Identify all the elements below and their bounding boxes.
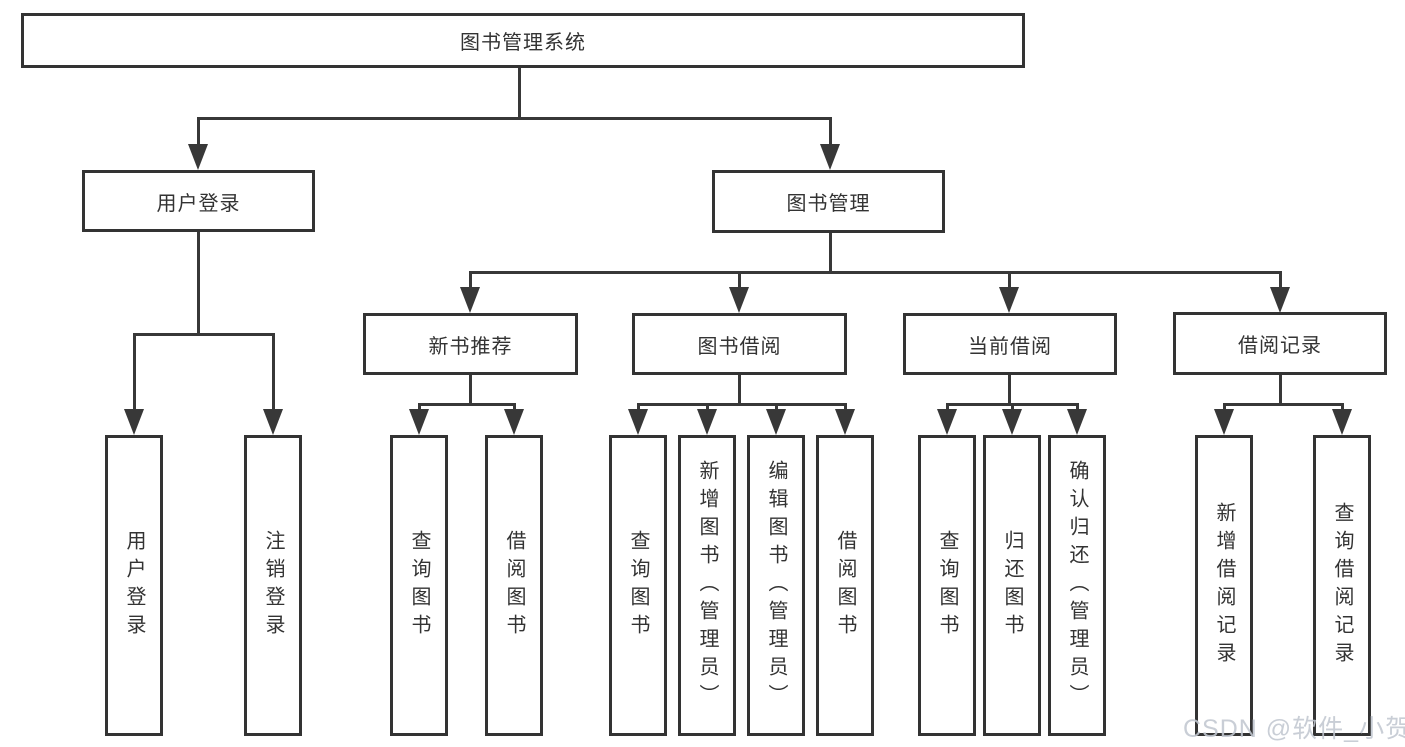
- connector: [518, 68, 521, 119]
- connector: [1223, 403, 1343, 406]
- arrowhead-icon: [1332, 409, 1352, 435]
- leaf-borrow-books-recommend-label: 借阅图书: [503, 529, 525, 642]
- arrowhead-icon: [409, 409, 429, 435]
- connector: [706, 403, 709, 411]
- connector: [469, 271, 1281, 274]
- connector: [775, 403, 778, 411]
- node-current-borrowing-label: 当前借阅: [968, 335, 1052, 358]
- arrowhead-icon: [835, 409, 855, 435]
- leaf-query-books-borrowing: 查询图书: [609, 435, 667, 736]
- leaf-borrow-books-recommend: 借阅图书: [485, 435, 543, 736]
- arrowhead-icon: [460, 287, 480, 313]
- node-user-login: 用户登录: [82, 170, 315, 232]
- arrowhead-icon: [999, 287, 1019, 313]
- connector: [418, 403, 421, 411]
- leaf-return-books: 归还图书: [983, 435, 1041, 736]
- leaf-add-borrow-record-label: 新增借阅记录: [1213, 501, 1235, 670]
- connector: [272, 333, 275, 411]
- leaf-query-books-current: 查询图书: [918, 435, 976, 736]
- arrowhead-icon: [263, 409, 283, 435]
- leaf-query-borrow-record: 查询借阅记录: [1313, 435, 1371, 736]
- connector: [1011, 403, 1014, 411]
- connector: [637, 403, 846, 406]
- node-new-book-recommend-label: 新书推荐: [428, 335, 513, 358]
- leaf-borrow-books-label: 借阅图书: [834, 529, 856, 642]
- arrowhead-icon: [937, 409, 957, 435]
- connector: [133, 333, 274, 336]
- node-borrow-records: 借阅记录: [1173, 312, 1387, 375]
- leaf-logout: 注销登录: [244, 435, 302, 736]
- arrowhead-icon: [697, 409, 717, 435]
- connector: [738, 375, 741, 406]
- connector: [844, 403, 847, 411]
- node-book-borrowing-label: 图书借阅: [697, 335, 782, 358]
- connector: [1008, 375, 1011, 406]
- leaf-query-books-current-label: 查询图书: [936, 529, 958, 642]
- node-book-management-label: 图书管理: [786, 193, 871, 215]
- connector: [637, 403, 640, 411]
- leaf-borrow-books: 借阅图书: [816, 435, 874, 736]
- leaf-query-books-recommend-label: 查询图书: [408, 529, 430, 642]
- connector: [197, 117, 200, 147]
- leaf-return-books-label: 归还图书: [1001, 529, 1023, 642]
- node-borrow-records-label: 借阅记录: [1238, 335, 1322, 357]
- connector: [1341, 403, 1344, 411]
- arrowhead-icon: [124, 409, 144, 435]
- connector: [197, 232, 200, 335]
- connector: [829, 117, 832, 147]
- arrowhead-icon: [766, 409, 786, 435]
- connector: [1279, 375, 1282, 406]
- connector: [197, 117, 831, 120]
- connector: [469, 271, 472, 289]
- leaf-query-borrow-record-label: 查询借阅记录: [1331, 501, 1353, 670]
- connector: [1223, 403, 1226, 411]
- connector: [1008, 271, 1011, 289]
- connector: [513, 403, 516, 411]
- arrowhead-icon: [820, 144, 840, 170]
- arrowhead-icon: [504, 409, 524, 435]
- connector: [738, 271, 741, 289]
- leaf-query-books-borrowing-label: 查询图书: [627, 529, 649, 642]
- connector: [1279, 271, 1282, 289]
- arrowhead-icon: [188, 144, 208, 170]
- arrowhead-icon: [729, 287, 749, 313]
- arrowhead-icon: [1270, 287, 1290, 313]
- leaf-query-books-recommend: 查询图书: [390, 435, 448, 736]
- leaf-user-login: 用户登录: [105, 435, 163, 736]
- arrowhead-icon: [1067, 409, 1087, 435]
- node-root: 图书管理系统: [21, 13, 1025, 68]
- leaf-logout-label: 注销登录: [262, 529, 284, 642]
- node-user-login-label: 用户登录: [156, 192, 241, 215]
- leaf-add-borrow-record: 新增借阅记录: [1195, 435, 1253, 736]
- connector: [946, 403, 949, 411]
- leaf-edit-books-admin: 编辑图书（管理员）: [747, 435, 805, 736]
- node-new-book-recommend: 新书推荐: [363, 313, 578, 375]
- leaf-add-books-admin-label: 新增图书（管理员）: [696, 459, 718, 712]
- leaf-edit-books-admin-label: 编辑图书（管理员）: [765, 459, 787, 712]
- node-root-label: 图书管理系统: [460, 32, 586, 54]
- connector: [1076, 403, 1079, 411]
- arrowhead-icon: [1214, 409, 1234, 435]
- leaf-add-books-admin: 新增图书（管理员）: [678, 435, 736, 736]
- leaf-confirm-return-admin-label: 确认归还（管理员）: [1066, 459, 1088, 712]
- node-book-borrowing: 图书借阅: [632, 313, 847, 375]
- arrowhead-icon: [628, 409, 648, 435]
- leaf-confirm-return-admin: 确认归还（管理员）: [1048, 435, 1106, 736]
- connector: [829, 233, 832, 273]
- node-book-management: 图书管理: [712, 170, 945, 233]
- leaf-user-login-label: 用户登录: [123, 529, 145, 642]
- connector: [133, 333, 136, 411]
- arrowhead-icon: [1002, 409, 1022, 435]
- node-current-borrowing: 当前借阅: [903, 313, 1117, 375]
- connector: [469, 375, 472, 406]
- connector: [418, 403, 516, 406]
- watermark: CSDN @软件_小贺同学: [1183, 715, 1405, 743]
